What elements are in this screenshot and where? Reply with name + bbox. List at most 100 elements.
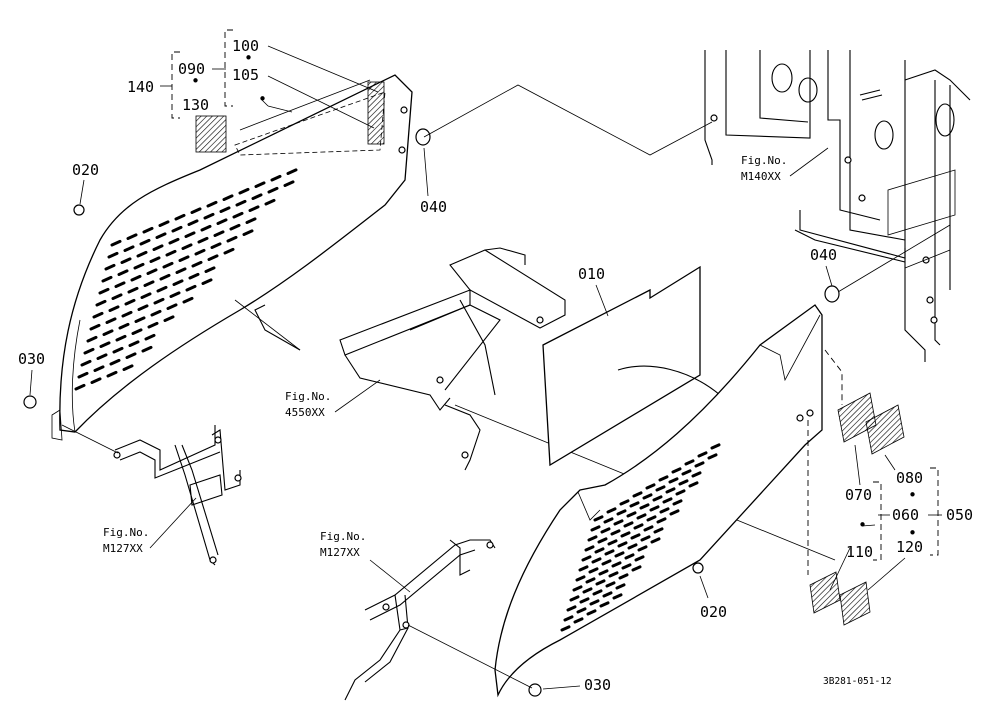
vent-slot [108, 305, 120, 312]
vent-slot [118, 322, 130, 330]
vent-slot [688, 481, 699, 488]
vent-slot [652, 495, 663, 502]
vent-slot [181, 243, 193, 250]
vent-slot [629, 501, 640, 508]
label-070: 070 [845, 486, 872, 504]
svg-text:•: • [908, 486, 917, 504]
vent-slot [581, 555, 592, 562]
vent-slot [136, 250, 148, 258]
callout-030-bottom: 030 [528, 676, 611, 697]
vent-slot [585, 577, 596, 584]
vent-slot [197, 236, 209, 244]
vent-slot [597, 537, 608, 544]
middle-bracket-reference [344, 539, 496, 701]
vent-slot [621, 563, 632, 570]
vent-slot [671, 467, 682, 474]
vent-slot [620, 531, 631, 538]
vent-slot [213, 230, 225, 237]
vent-slot [110, 239, 122, 247]
vent-slot [566, 605, 577, 612]
vent-slot [632, 491, 643, 498]
fig-label-m140: Fig.No. [741, 154, 787, 167]
vent-slot [614, 551, 625, 558]
vent-slot [190, 207, 202, 214]
vent-slot [107, 251, 119, 259]
vent-slot [229, 223, 241, 231]
vent-slot [166, 303, 178, 310]
vent-slot [139, 238, 151, 246]
vent-slot [642, 493, 653, 500]
vent-slot [575, 575, 586, 582]
fig-ref-m140: Fig.No. M140XX [741, 147, 829, 183]
vent-slot [242, 229, 254, 236]
vent-slot [204, 266, 216, 273]
vent-slot [611, 561, 622, 568]
vent-slot [115, 334, 127, 342]
vent-slot [602, 591, 613, 598]
vent-slot [605, 581, 616, 588]
left-bracket-reference [113, 425, 242, 566]
vent-slot [649, 505, 660, 512]
decal-100-105 [367, 81, 385, 145]
vent-slot [105, 317, 117, 324]
vent-slot [152, 244, 164, 251]
vent-slot [264, 198, 276, 206]
vent-slot [588, 567, 599, 574]
vent-slot [175, 267, 187, 274]
nut-030-left [23, 395, 37, 409]
vent-slot [618, 573, 629, 580]
vent-slot [150, 309, 162, 317]
label-140: 140 [127, 78, 154, 96]
vent-slot [579, 597, 590, 604]
vent-slot [612, 593, 623, 600]
vent-slot [185, 284, 197, 292]
vent-slot [142, 226, 154, 234]
vent-slot [117, 269, 129, 276]
left-cover-vent-slots [74, 168, 298, 391]
vent-slot [238, 187, 250, 195]
vent-slot [636, 513, 647, 520]
vent-slot [675, 489, 686, 496]
vent-slot [123, 245, 135, 252]
vent-slot [98, 287, 110, 295]
vent-slot [619, 499, 630, 506]
vent-slot [159, 273, 171, 281]
vent-slot [658, 475, 669, 482]
vent-slot [645, 483, 656, 490]
vent-slot [90, 377, 102, 384]
vent-slot [623, 521, 634, 528]
vent-slot [206, 200, 218, 208]
label-110: 110 [846, 543, 873, 561]
label-020-bottom: 020 [700, 603, 727, 621]
vent-slot [603, 517, 614, 524]
label-040-right: 040 [810, 246, 837, 264]
vent-slot [101, 275, 113, 283]
decal-120 [839, 581, 871, 626]
vent-slot [106, 370, 118, 378]
vent-slot [633, 523, 644, 530]
vent-slot [194, 248, 206, 256]
vent-slot [669, 509, 680, 516]
callout-040-right: 040 [810, 246, 840, 303]
vent-slot [656, 517, 667, 524]
vent-slot [637, 545, 648, 552]
vent-slot [578, 565, 589, 572]
vent-slot [286, 168, 298, 175]
vent-slot [572, 585, 583, 592]
vent-slot [595, 579, 606, 586]
vent-slot [162, 261, 174, 269]
vent-slot [121, 310, 133, 318]
vent-slot [592, 589, 603, 596]
vent-slot [598, 569, 609, 576]
vent-slot [662, 497, 673, 504]
svg-text:•: • [191, 72, 200, 90]
vent-slot [590, 525, 601, 532]
right-side-cover [494, 304, 823, 698]
vent-slot [610, 529, 621, 536]
vent-slot [207, 254, 219, 261]
vent-slot [599, 601, 610, 608]
assembly-arrow [617, 365, 721, 396]
vent-slot [120, 257, 132, 264]
vent-slot [608, 571, 619, 578]
fig-label-m127-mid: Fig.No. [320, 530, 366, 543]
